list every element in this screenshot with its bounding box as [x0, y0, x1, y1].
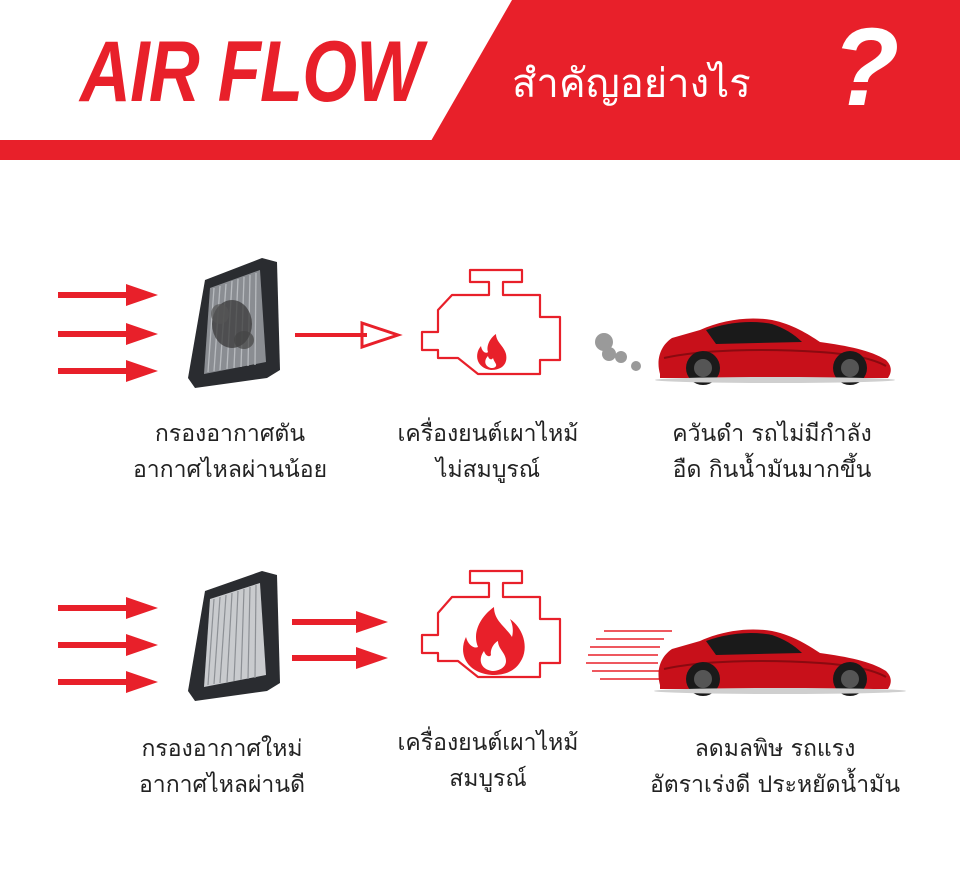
title-air-flow: AIR FLOW: [80, 24, 423, 120]
engine-icon: [420, 268, 562, 376]
engine-caption-line-1: เครื่องยนต์เผาไหม้: [397, 730, 579, 756]
row-clean-filter: กรองอากาศใหม่ อากาศไหลผ่านดี เครื่องยนต์…: [0, 565, 960, 815]
engine-caption-line-1: เครื่องยนต์เผาไหม้: [397, 421, 579, 447]
filter-caption-line-2: อากาศไหลผ่านดี: [138, 772, 306, 798]
flame-icon: [477, 334, 507, 370]
car-caption: ลดมลพิษ รถแรง อัตราเร่งดี ประหยัดน้ำมัน: [640, 731, 910, 803]
car-caption-line-2: อืด กินน้ำมันมากขึ้น: [672, 457, 872, 483]
engine-caption: เครื่องยนต์เผาไหม้ สมบูรณ์: [378, 725, 598, 797]
car-caption-line-1: ควันดำ รถไม่มีกำลัง: [672, 421, 872, 447]
filter-caption-line-1: กรองอากาศใหม่: [141, 736, 303, 762]
row-clogged-art: [58, 258, 895, 388]
engine-icon: [420, 569, 562, 679]
strong-flow-arrows: [292, 611, 388, 669]
speed-lines-icon: [586, 630, 672, 680]
filter-caption-line-2: อากาศไหลผ่านน้อย: [132, 457, 328, 483]
red-arrow-icon: [58, 597, 158, 693]
engine-caption-line-2: สมบูรณ์: [449, 766, 527, 792]
header-banner: AIR FLOW สำคัญอย่างไร ?: [0, 0, 960, 160]
engine-caption: เครื่องยนต์เผาไหม้ ไม่สมบูรณ์: [378, 416, 598, 488]
weak-flow-arrow: [295, 320, 403, 350]
title-why-important: สำคัญอย่างไร: [512, 61, 751, 107]
air-filter-icon: [188, 258, 280, 388]
red-arrow-icon: [58, 284, 158, 382]
row-clogged-filter: กรองอากาศตัน อากาศไหลผ่านน้อย เครื่องยนต…: [0, 250, 960, 490]
sports-car-icon: [655, 318, 895, 385]
filter-caption-line-1: กรองอากาศตัน: [154, 421, 306, 447]
filter-caption: กรองอากาศตัน อากาศไหลผ่านน้อย: [120, 416, 340, 488]
engine-caption-line-2: ไม่สมบูรณ์: [435, 457, 541, 483]
car-caption-line-2: อัตราเร่งดี ประหยัดน้ำมัน: [649, 772, 901, 798]
smoke-icon: [595, 333, 641, 371]
question-mark: ?: [832, 6, 900, 129]
air-filter-icon: [188, 571, 280, 701]
filter-caption: กรองอากาศใหม่ อากาศไหลผ่านดี: [112, 731, 332, 803]
car-caption: ควันดำ รถไม่มีกำลัง อืด กินน้ำมันมากขึ้น: [652, 416, 892, 488]
row-clean-art: [58, 569, 906, 701]
sports-car-icon: [654, 629, 906, 696]
flame-icon: [463, 607, 525, 675]
car-caption-line-1: ลดมลพิษ รถแรง: [694, 736, 856, 762]
header-background: [0, 0, 960, 160]
